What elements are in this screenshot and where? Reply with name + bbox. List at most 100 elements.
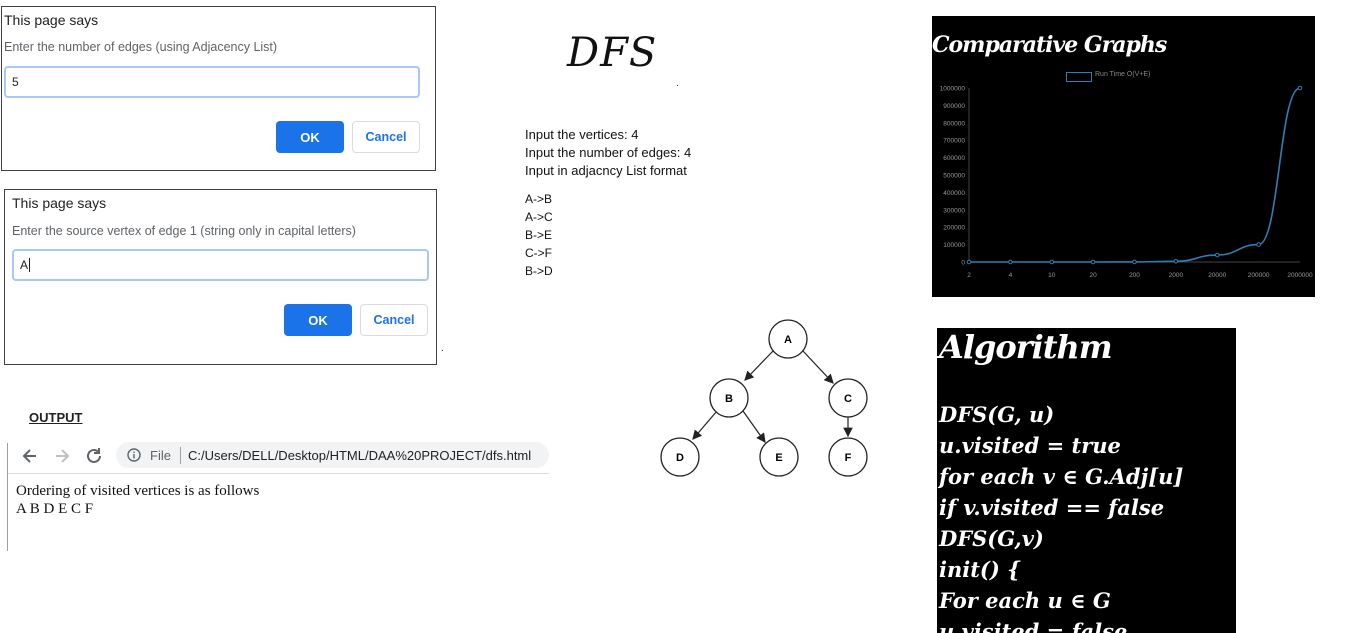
dfs-title: DFS — [567, 30, 658, 76]
x-tick-label: 4 — [1009, 272, 1013, 279]
input-vertices-text: Input the vertices: 4 — [525, 127, 639, 142]
algorithm-panel: Algorithm DFS(G, u) u.visited = true for… — [937, 328, 1236, 633]
data-point — [1049, 259, 1055, 265]
y-tick-label: 0 — [961, 260, 965, 267]
tree-node-c: C — [828, 378, 868, 418]
x-tick-label: 2 — [967, 272, 971, 279]
node-label: A — [784, 334, 792, 346]
file-label: File — [150, 448, 171, 463]
x-tick-label: 200 — [1129, 272, 1140, 279]
info-icon[interactable] — [127, 448, 141, 462]
text-caret — [29, 258, 31, 272]
algorithm-line: for each v ∈ G.Adj[u] — [939, 464, 1184, 489]
y-tick-label: 200000 — [943, 225, 965, 232]
url-text: C:/Users/DELL/Desktop/HTML/DAA%20PROJECT… — [188, 448, 532, 463]
y-tick-label: 300000 — [943, 207, 965, 214]
output-heading: OUTPUT — [29, 410, 83, 425]
data-point — [1008, 259, 1013, 265]
tree-node-a: A — [768, 319, 808, 359]
data-point — [1256, 242, 1261, 247]
data-point — [1173, 259, 1179, 264]
edge-list-item: A->B — [525, 192, 553, 206]
ok-button[interactable]: OK — [284, 304, 352, 336]
stray-dot: . — [676, 78, 679, 89]
comparative-graphs-panel: Comparative Graphs Run Time O(V+E) 0 1000… — [932, 16, 1315, 297]
edge-a-b — [744, 350, 774, 381]
dialog-message: Enter the number of edges (using Adjacen… — [4, 40, 278, 54]
edge-list-item: B->D — [525, 264, 553, 278]
edge-count-input[interactable]: 5 — [4, 66, 420, 98]
output-line-1: Ordering of visited vertices is as follo… — [16, 483, 260, 499]
address-bar[interactable] — [116, 442, 549, 468]
input-value: A — [20, 258, 29, 272]
comparative-title: Comparative Graphs — [932, 32, 1167, 58]
address-divider — [180, 447, 181, 464]
input-format-text: Input in adjacncy List format — [525, 163, 687, 178]
x-tick-label: 20000 — [1208, 272, 1226, 279]
data-point — [1297, 85, 1303, 91]
dialog-message: Enter the source vertex of edge 1 (strin… — [12, 224, 356, 238]
input-edges-text: Input the number of edges: 4 — [525, 145, 692, 160]
cancel-button[interactable]: Cancel — [360, 304, 428, 336]
tree-node-d: D — [660, 437, 700, 477]
node-label: C — [844, 393, 852, 405]
forward-icon[interactable] — [52, 446, 72, 466]
x-tick-label: 200000 — [1248, 272, 1270, 279]
y-tick-label: 700000 — [943, 138, 965, 145]
tree-node-f: F — [828, 437, 868, 477]
node-label: D — [676, 452, 684, 464]
y-tick-label: 500000 — [943, 173, 965, 180]
ok-button[interactable]: OK — [276, 121, 344, 153]
node-label: E — [775, 452, 782, 464]
edge-list-item: C->F — [525, 246, 552, 260]
dialog-source-vertex: This page says Enter the source vertex o… — [4, 189, 437, 365]
dialog-edge-count: This page says Enter the number of edges… — [1, 6, 436, 171]
data-point — [1132, 259, 1137, 265]
legend-swatch — [1066, 72, 1092, 82]
data-point — [966, 259, 972, 265]
algorithm-line: For each u ∈ G — [939, 588, 1111, 613]
output-line-2: A B D E C F — [16, 501, 94, 517]
algorithm-line: init() { — [939, 557, 1021, 582]
x-tick-label: 2000000 — [1287, 272, 1313, 279]
data-point — [1090, 259, 1096, 265]
algorithm-line: DFS(G,v) — [939, 526, 1044, 551]
input-value: 5 — [12, 75, 19, 89]
tree-node-b: B — [709, 378, 749, 418]
node-label: B — [725, 393, 733, 405]
back-icon[interactable] — [20, 446, 40, 466]
browser-left-border — [7, 443, 8, 551]
reload-icon[interactable] — [84, 446, 104, 466]
x-tick-label: 20 — [1090, 272, 1098, 279]
y-tick-label: 1000000 — [940, 86, 966, 93]
algorithm-line: if v.visited == false — [939, 495, 1165, 520]
legend-label: Run Time O(V+E) — [1095, 71, 1151, 78]
dialog-title: This page says — [4, 12, 99, 28]
algorithm-line: u.visited = false — [939, 619, 1128, 633]
cancel-button[interactable]: Cancel — [352, 121, 420, 153]
tree-node-e: E — [759, 437, 799, 477]
y-tick-label: 100000 — [943, 242, 965, 249]
data-point — [1214, 252, 1220, 258]
source-vertex-input[interactable]: A — [12, 249, 429, 281]
algorithm-title: Algorithm — [939, 328, 1113, 366]
x-tick-label: 2000 — [1169, 272, 1184, 279]
y-tick-label: 800000 — [943, 120, 965, 127]
y-tick-label: 600000 — [943, 155, 965, 162]
edge-list-item: A->C — [525, 210, 553, 224]
node-label: F — [845, 452, 852, 464]
y-tick-label: 900000 — [943, 103, 965, 110]
runtime-chart: 0 100000 200000 300000 400000 500000 600000 700… — [940, 85, 1313, 280]
edge-b-e — [742, 410, 766, 443]
series-line — [968, 87, 1301, 263]
algorithm-line: u.visited = true — [939, 433, 1121, 458]
stray-dot: . — [441, 343, 444, 354]
edge-a-c — [802, 350, 834, 384]
dfs-tree-diagram: A B C D E F — [660, 319, 868, 477]
dialog-title: This page says — [12, 195, 107, 211]
x-tick-label: 10 — [1048, 272, 1056, 279]
y-tick-label: 400000 — [943, 190, 965, 197]
edge-list-item: B->E — [525, 228, 553, 242]
toolbar-bottom-border — [8, 473, 549, 474]
edge-b-d — [692, 410, 718, 440]
